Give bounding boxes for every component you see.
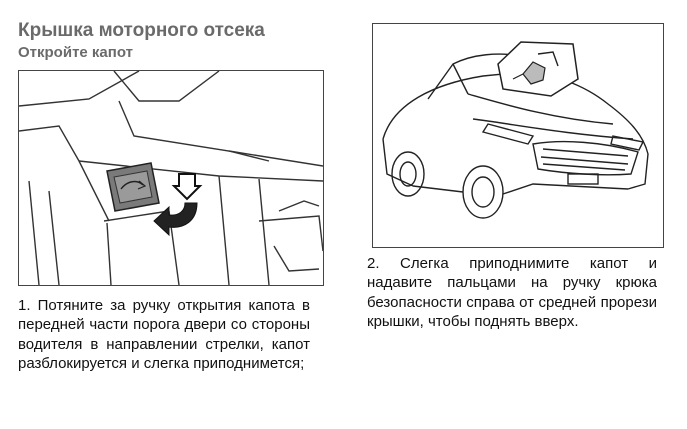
hood-release-lever-illustration xyxy=(18,70,324,286)
step-2-instruction: 2. Слегка приподнимите капот и надавите … xyxy=(367,255,657,331)
hood-release-lever-icon xyxy=(106,162,160,212)
car-hood-safety-hook-illustration xyxy=(372,23,664,248)
section-subtitle: Откройте капот xyxy=(18,44,133,61)
step-1-instruction: 1. Потяните за ручку открытия капота в п… xyxy=(18,297,310,373)
pull-direction-arrow-icon xyxy=(153,173,203,237)
safety-hook-detail-icon xyxy=(497,41,579,97)
page-title: Крышка моторного отсека xyxy=(18,20,265,41)
